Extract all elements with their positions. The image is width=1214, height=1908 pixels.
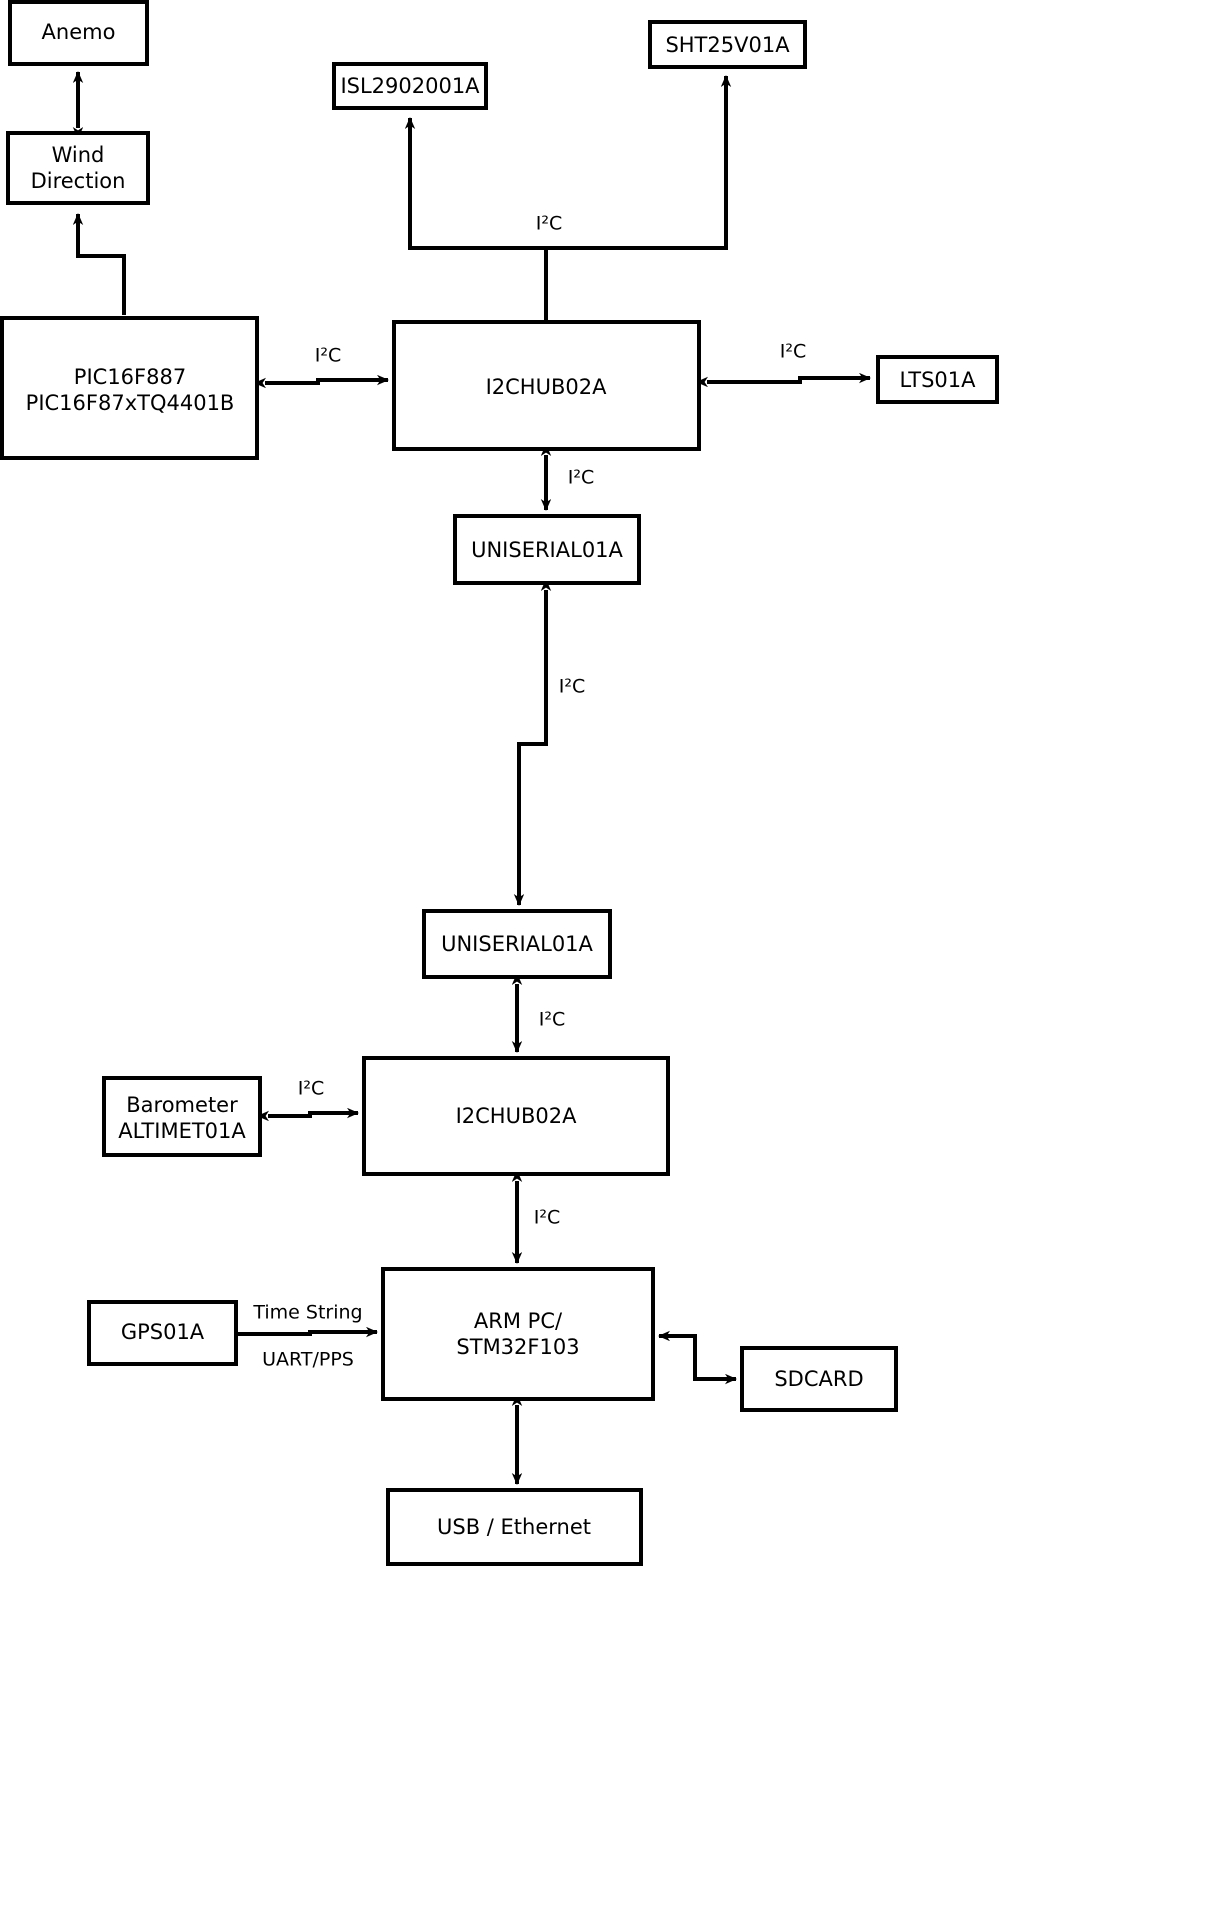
node-uniserial01a-lower-box[interactable] [422, 909, 612, 979]
edge-label-i2c-pic-hub: I²C [315, 345, 342, 367]
edge-label-i2c-uniserial-hub2: I²C [539, 1009, 566, 1031]
node-arm-pc-label-line1: ARM PC/ [474, 1309, 563, 1333]
edge-hubtop-isl [404, 117, 548, 320]
node-sdcard[interactable]: SDCARD [740, 1346, 898, 1412]
edge-uniserial-a-b [513, 579, 552, 906]
node-gps01a-box[interactable] [87, 1300, 238, 1366]
edge-pic-hubtop [254, 374, 389, 389]
node-sht25v01a-label: SHT25V01A [665, 33, 790, 57]
edge-arm-sdcard-out [693, 1336, 737, 1385]
node-lts01a-box[interactable] [876, 355, 999, 404]
node-lts01a[interactable]: LTS01A [876, 355, 999, 404]
edge-hubtop-sht [546, 75, 732, 250]
node-i2chub02a-top-box[interactable] [392, 320, 701, 451]
node-wind-direction-label-line2: Direction [31, 169, 126, 193]
node-sht25v01a[interactable]: SHT25V01A [648, 20, 807, 69]
node-uniserial01a-upper-box[interactable] [453, 514, 641, 585]
node-pic16f887-box[interactable] [0, 316, 259, 460]
node-pic16f887[interactable]: PIC16F887 PIC16F87xTQ4401B [0, 316, 259, 460]
node-wind-direction-label-line1: Wind [52, 143, 105, 167]
node-uniserial01a-upper-label: UNISERIAL01A [471, 538, 623, 562]
node-uniserial01a-lower-label: UNISERIAL01A [441, 932, 593, 956]
node-anemo-label: Anemo [42, 20, 116, 44]
node-arm-pc-box[interactable] [381, 1267, 655, 1401]
node-i2chub02a-top[interactable]: I2CHUB02A [392, 320, 701, 451]
node-i2chub02a-bottom[interactable]: I2CHUB02A [362, 1056, 670, 1176]
node-uniserial01a-upper[interactable]: UNISERIAL01A [453, 514, 641, 585]
node-usb-ethernet[interactable]: USB / Ethernet [386, 1488, 643, 1566]
node-pic16f887-label-line2: PIC16F87xTQ4401B [26, 391, 235, 415]
edge-sdcard-arm-in [658, 1330, 697, 1379]
edge-gps-arm [236, 1326, 378, 1338]
node-isl2902001a[interactable]: ISL2902001A [332, 62, 488, 110]
node-gps01a-label: GPS01A [121, 1320, 205, 1344]
edge-label-i2c-baro-hub: I²C [298, 1078, 325, 1100]
edge-label-uart-pps: UART/PPS [262, 1349, 354, 1371]
edge-hubtop-lts [696, 372, 871, 388]
node-wind-direction-box[interactable] [6, 131, 150, 205]
node-gps01a[interactable]: GPS01A [87, 1300, 238, 1366]
edge-label-i2c-hub-uniserial: I²C [568, 467, 595, 489]
edge-label-time-string: Time String [252, 1302, 362, 1324]
edge-label-i2c-hub-lts: I²C [780, 341, 807, 363]
edge-label-i2c-hub-arm: I²C [534, 1207, 561, 1229]
node-pic16f887-label-line1: PIC16F887 [74, 365, 186, 389]
node-i2chub02a-bottom-label: I2CHUB02A [456, 1104, 578, 1128]
node-sht25v01a-box[interactable] [648, 20, 807, 69]
node-sdcard-box[interactable] [740, 1346, 898, 1412]
edge-baro-hubbottom [257, 1107, 359, 1122]
node-i2chub02a-bottom-box[interactable] [362, 1056, 670, 1176]
edge-label-i2c-uniserial-link: I²C [559, 676, 586, 698]
node-i2chub02a-top-label: I2CHUB02A [486, 375, 608, 399]
node-anemo[interactable]: Anemo [8, 0, 149, 66]
node-usb-ethernet-label: USB / Ethernet [437, 1515, 591, 1539]
edge-pic-winddir [72, 213, 126, 315]
node-isl2902001a-box[interactable] [332, 62, 488, 110]
node-arm-pc[interactable]: ARM PC/ STM32F103 [381, 1267, 655, 1401]
node-anemo-box[interactable] [8, 0, 149, 66]
node-lts01a-label: LTS01A [899, 368, 976, 392]
node-isl2902001a-label: ISL2902001A [340, 74, 480, 98]
node-uniserial01a-lower[interactable]: UNISERIAL01A [422, 909, 612, 979]
edge-label-i2c-hub-sensors: I²C [536, 213, 563, 235]
node-arm-pc-label-line2: STM32F103 [456, 1335, 579, 1359]
node-barometer-altimet01a[interactable]: Barometer ALTIMET01A [102, 1076, 262, 1157]
node-wind-direction[interactable]: Wind Direction [6, 131, 150, 205]
node-barometer-altimet01a-box[interactable] [102, 1076, 262, 1157]
node-sdcard-label: SDCARD [774, 1367, 863, 1391]
node-usb-ethernet-box[interactable] [386, 1488, 643, 1566]
node-barometer-label-line2: ALTIMET01A [118, 1119, 246, 1143]
node-barometer-label-line1: Barometer [126, 1093, 238, 1117]
